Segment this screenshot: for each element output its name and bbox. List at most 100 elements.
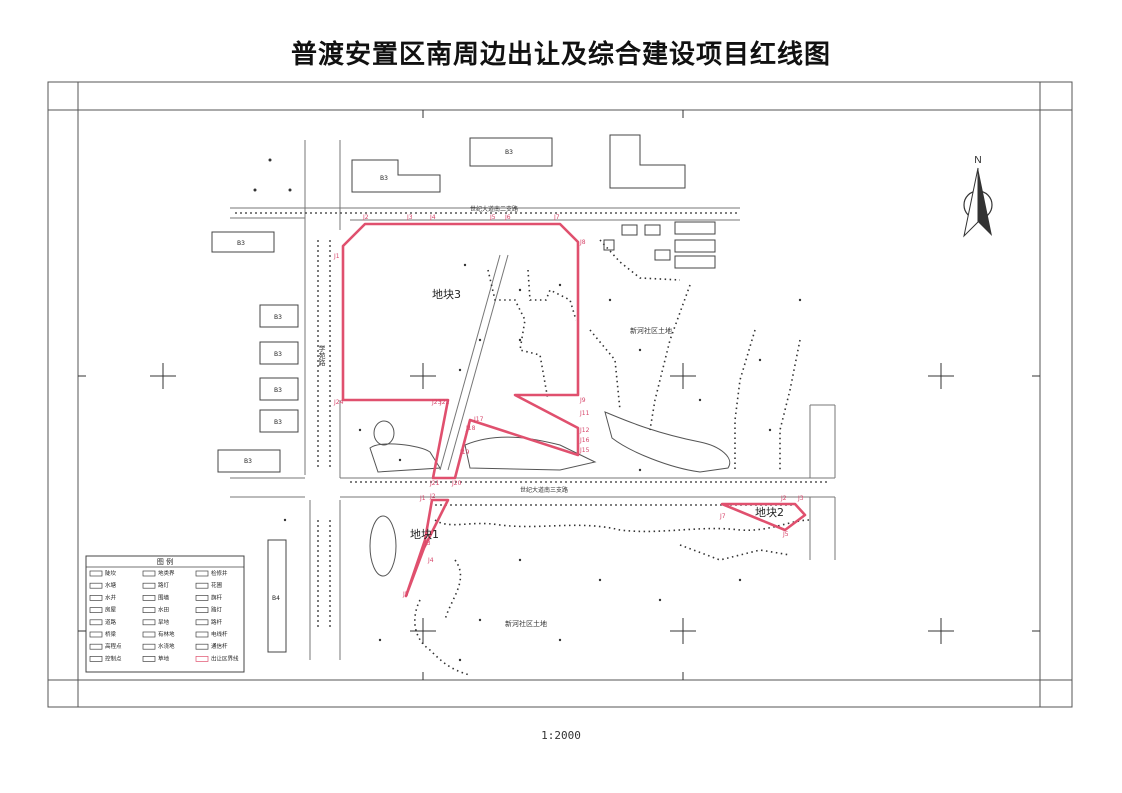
grid-crosses [78,110,1040,680]
area-label-north: 新河社区土地 [630,326,672,335]
building-label: B3 [237,240,245,247]
legend-item-label: 花圃 [211,581,223,589]
building-label: B3 [274,351,282,358]
legend-symbol [142,619,156,626]
parcel-2-boundary [720,502,807,532]
point-j21: J21 [429,480,440,487]
parcel-3-label: 地块3 [432,288,461,301]
water-bodies [369,411,731,577]
legend-item-label: 草地 [158,654,170,662]
north-label: N [974,155,981,166]
legend-symbol [195,631,209,638]
point-m7: J7 [719,513,726,520]
legend-symbol [89,643,103,650]
legend-symbol [142,582,156,589]
point-j7: J7 [553,214,560,221]
legend-item-label: 检修井 [211,569,228,577]
parcel-1-boundary [404,498,450,598]
building-label: B3 [380,175,388,182]
point-j12: J12 [579,427,590,434]
legend-symbol [142,643,156,650]
buildings [211,134,716,653]
point-labels: J2 J3 J4 J5 J6 J7 J8 J9 J11 J12 J15 J16 … [333,214,804,598]
scale-label: 1:2000 [541,729,581,742]
point-j1: J1 [333,253,340,260]
legend-item-label: 水浇地 [158,642,175,650]
point-j19: J19 [459,449,470,456]
legend-item-label: 高程点 [105,642,122,650]
legend-symbol [142,607,156,613]
building-label: B3 [274,387,282,394]
legend-symbol [142,631,156,638]
legend-item-label: 控制点 [105,654,122,662]
road-names: 世纪大道南二支路 世纪大道南三支路 学苑路 新河社区土地 新河社区土地 [318,205,672,628]
point-m5: J5 [782,531,789,538]
building-label: B3 [244,458,252,465]
point-j15: J15 [579,447,590,454]
legend: 图 例 陡坎地类界检修井水塘路灯花圃水井围墙旗杆房屋水田路灯道路旱地路杆桥梁有林… [85,555,245,673]
legend-symbol [142,570,156,577]
legend-item-label: 陡坎 [105,569,117,577]
legend-symbol [195,570,209,577]
legend-item-label: 房屋 [105,606,117,614]
legend-item-label: 出让区界线 [211,654,239,662]
point-j22: J22 [439,399,450,406]
building-label: B4 [272,595,280,602]
legend-item-label: 路灯 [211,606,223,614]
building-label: B3 [505,149,513,156]
road-edge-dots [235,212,830,630]
legend-item-label: 有林地 [158,630,175,638]
legend-item-label: 水田 [158,606,169,614]
point-k1: J1 [419,495,426,502]
point-j2: J2 [362,214,369,221]
legend-item-label: 水井 [105,593,117,601]
legend-symbol [89,656,103,662]
legend-symbol [195,607,209,613]
parcel-labels: 地块3 地块2 地块1 [410,288,784,541]
point-j18: J18 [465,425,476,432]
legend-item-label: 道路 [105,618,117,626]
legend-symbol [195,643,209,650]
point-j3: J3 [406,214,413,221]
legend-symbol [89,631,103,638]
point-k4: J4 [427,557,434,564]
point-j20: J20 [451,480,462,487]
north-arrow: N [963,155,993,238]
legend-item-label: 地类界 [158,569,175,577]
legend-symbol [195,619,209,626]
legend-item-label: 旱地 [158,618,170,626]
legend-symbol [89,595,103,601]
legend-symbol [89,619,103,626]
legend-title: 图 例 [157,557,173,566]
legend-item-label: 旗杆 [211,593,223,601]
map-title: 普渡安置区南周边出让及综合建设项目红线图 [290,40,831,70]
building-label: B3 [274,314,282,321]
point-j6: J6 [504,214,511,221]
legend-item-label: 电线杆 [211,630,228,638]
parcel-1-label: 地块1 [410,528,439,541]
legend-item-label: 路灯 [158,581,170,589]
legend-symbol [89,570,103,577]
point-j11: J11 [579,410,590,417]
legend-symbol [142,656,156,662]
legend-item-label: 路杆 [211,618,223,626]
point-j24: J24 [333,399,344,406]
point-k5: J5 [402,591,409,598]
area-label-south: 新河社区土地 [505,619,547,628]
point-j5: J5 [489,214,496,221]
legend-symbol [142,595,156,601]
point-j4: J4 [429,214,436,221]
point-j17: J17 [473,416,484,423]
west-road-name: 学苑路 [318,344,326,367]
roads [230,140,836,660]
south-road-name: 世纪大道南三支路 [520,486,568,494]
parcel-3-boundary [341,222,580,480]
legend-item-label: 围墙 [158,593,170,601]
land-class-boundaries [414,239,811,676]
point-j23: J23 [431,399,442,406]
survey-symbols [253,158,802,662]
point-k2: J2 [429,493,436,500]
legend-symbol [195,656,209,662]
legend-item-label: 桥梁 [105,630,117,638]
